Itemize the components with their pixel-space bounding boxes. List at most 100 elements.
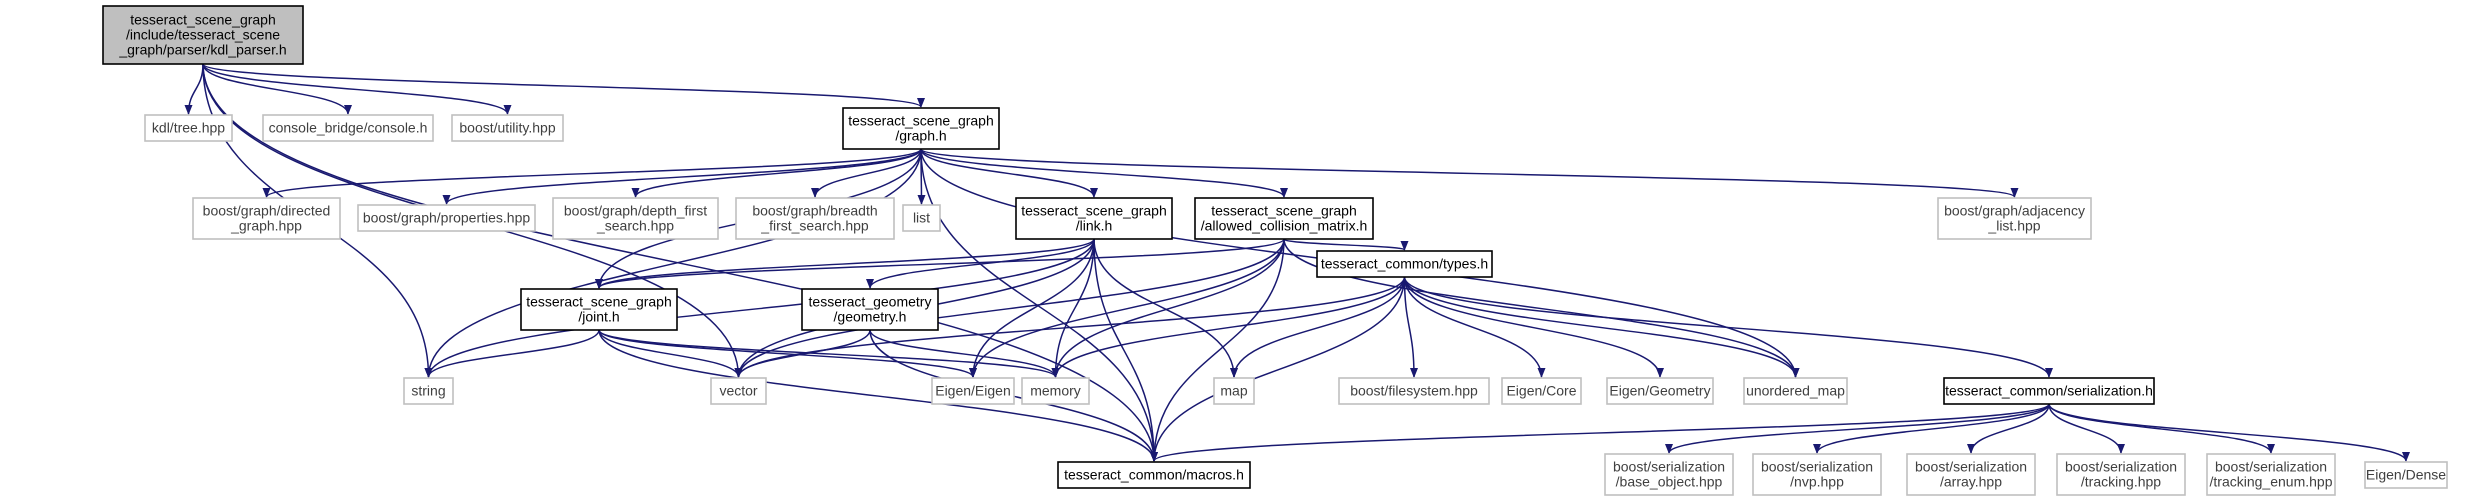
node-label-types_h-line-0: tesseract_common/types.h xyxy=(1321,256,1488,272)
edge-graph_h-to-bfs xyxy=(811,148,922,198)
nodes-layer: tesseract_scene_graph/include/tesseract_… xyxy=(102,5,2448,496)
edge-serialization_h-to-eigen_dense xyxy=(2048,403,2410,462)
edge-kdl_parser-to-boost_utility xyxy=(202,63,512,115)
node-box-adjacency xyxy=(1937,197,2092,240)
node-adjacency: boost/graph/adjacency_list.hpp xyxy=(1937,197,2092,240)
node-label-kdl_parser-line-0: tesseract_scene_graph xyxy=(130,12,276,28)
node-label-tracking_enum-line-0: boost/serialization xyxy=(2215,459,2327,475)
edge-types_h-to-memory xyxy=(1051,276,1406,378)
node-label-bfs-line-0: boost/graph/breadth xyxy=(752,203,877,219)
node-label-nvp-line-0: boost/serialization xyxy=(1761,459,1873,475)
node-box-macros_h xyxy=(1057,461,1251,489)
node-geometry_h[interactable]: tesseract_geometry/geometry.h xyxy=(801,288,939,331)
node-label-graph_h-line-0: tesseract_scene_graph xyxy=(848,113,994,129)
node-label-boost_utility-line-0: boost/utility.hpp xyxy=(459,120,555,136)
node-label-nvp-line-1: /nvp.hpp xyxy=(1790,474,1844,490)
node-label-kdl_tree-line-0: kdl/tree.hpp xyxy=(152,120,225,136)
node-label-acm_h-line-1: /allowed_collision_matrix.h xyxy=(1201,218,1368,234)
node-box-properties xyxy=(357,204,536,232)
node-eigen_dense: Eigen/Dense xyxy=(2364,461,2448,489)
node-box-eigen_geometry xyxy=(1606,377,1714,405)
node-box-map xyxy=(1213,377,1255,405)
edge-joint_h-to-memory xyxy=(598,329,1060,378)
node-label-adjacency-line-1: _list.hpp xyxy=(1987,218,2040,234)
edge-acm_h-to-eigen_eigen xyxy=(969,238,1285,378)
node-label-unordered_map-line-0: unordered_map xyxy=(1746,383,1845,399)
node-box-list xyxy=(902,204,941,232)
edge-acm_h-to-unordered_map xyxy=(1283,238,1800,378)
edge-joint_h-to-eigen_eigen xyxy=(598,329,977,378)
node-box-unordered_map xyxy=(1743,377,1848,405)
node-box-kdl_tree xyxy=(144,114,233,142)
node-label-vector-line-0: vector xyxy=(719,383,757,399)
node-label-string-line-0: string xyxy=(411,383,445,399)
node-nvp: boost/serialization/nvp.hpp xyxy=(1752,453,1882,496)
node-base_object: boost/serialization/base_object.hpp xyxy=(1604,453,1734,496)
node-label-filesystem-line-0: boost/filesystem.hpp xyxy=(1350,383,1478,399)
node-label-link_h-line-0: tesseract_scene_graph xyxy=(1021,203,1167,219)
edge-graph_h-to-directed_graph xyxy=(262,148,922,198)
node-kdl_parser[interactable]: tesseract_scene_graph/include/tesseract_… xyxy=(102,5,304,65)
node-label-directed_graph-line-0: boost/graph/directed xyxy=(203,203,331,219)
node-label-eigen_eigen-line-0: Eigen/Eigen xyxy=(935,383,1011,399)
edge-acm_h-to-macros_h xyxy=(1150,238,1285,462)
edge-link_h-to-joint_h xyxy=(595,238,1095,289)
node-kdl_tree: kdl/tree.hpp xyxy=(144,114,233,142)
node-joint_h[interactable]: tesseract_scene_graph/joint.h xyxy=(520,288,678,331)
node-string: string xyxy=(403,377,454,405)
edge-graph_h-to-properties xyxy=(442,148,922,205)
node-console: console_bridge/console.h xyxy=(262,114,434,142)
node-label-graph_h-line-1: /graph.h xyxy=(895,128,946,144)
node-label-base_object-line-1: /base_object.hpp xyxy=(1616,474,1723,490)
node-box-array xyxy=(1906,453,2036,496)
node-box-geometry_h xyxy=(801,288,939,331)
node-graph_h[interactable]: tesseract_scene_graph/graph.h xyxy=(842,107,1000,150)
edge-serialization_h-to-base_object xyxy=(1665,403,2050,454)
node-box-acm_h xyxy=(1194,197,1374,240)
edge-graph_h-to-acm_h xyxy=(920,148,1288,198)
edge-types_h-to-vector xyxy=(734,276,1406,378)
edge-kdl_parser-to-kdl_tree xyxy=(184,63,204,115)
node-box-nvp xyxy=(1752,453,1882,496)
node-label-tracking-line-0: boost/serialization xyxy=(2065,459,2177,475)
edge-link_h-to-string xyxy=(424,238,1095,378)
node-acm_h[interactable]: tesseract_scene_graph/allowed_collision_… xyxy=(1194,197,1374,240)
node-box-console xyxy=(262,114,434,142)
node-box-joint_h xyxy=(520,288,678,331)
node-map: map xyxy=(1213,377,1255,405)
node-label-joint_h-line-0: tesseract_scene_graph xyxy=(526,294,672,310)
edge-types_h-to-eigen_core xyxy=(1403,276,1546,378)
node-macros_h[interactable]: tesseract_common/macros.h xyxy=(1057,461,1251,489)
edge-graph_h-to-link_h xyxy=(920,148,1098,198)
node-serialization_h[interactable]: tesseract_common/serialization.h xyxy=(1943,377,2155,405)
node-box-vector xyxy=(710,377,767,405)
edge-types_h-to-filesystem xyxy=(1403,276,1418,378)
node-box-memory xyxy=(1021,377,1090,405)
node-eigen_eigen: Eigen/Eigen xyxy=(931,377,1015,405)
node-label-tracking-line-1: /tracking.hpp xyxy=(2081,474,2161,490)
node-label-tracking_enum-line-1: /tracking_enum.hpp xyxy=(2210,474,2333,490)
node-properties: boost/graph/properties.hpp xyxy=(357,204,536,232)
edge-types_h-to-eigen_geometry xyxy=(1403,276,1664,378)
node-label-directed_graph-line-1: _graph.hpp xyxy=(230,218,302,234)
node-box-filesystem xyxy=(1338,377,1490,405)
edge-serialization_h-to-array xyxy=(1967,403,2050,454)
node-label-properties-line-0: boost/graph/properties.hpp xyxy=(363,210,531,226)
node-label-link_h-line-1: /link.h xyxy=(1076,218,1113,234)
node-types_h[interactable]: tesseract_common/types.h xyxy=(1316,250,1493,278)
node-memory: memory xyxy=(1021,377,1090,405)
node-label-dfs-line-1: _search.hpp xyxy=(596,218,674,234)
node-box-boost_utility xyxy=(451,114,564,142)
node-label-joint_h-line-1: /joint.h xyxy=(578,309,619,325)
edge-joint_h-to-string xyxy=(424,329,600,378)
node-label-list-line-0: list xyxy=(913,210,930,226)
edge-joint_h-to-vector xyxy=(598,329,743,378)
node-link_h[interactable]: tesseract_scene_graph/link.h xyxy=(1015,197,1173,240)
edge-acm_h-to-memory xyxy=(1051,238,1285,378)
edge-types_h-to-macros_h xyxy=(1150,276,1406,462)
node-label-console-line-0: console_bridge/console.h xyxy=(269,120,428,136)
node-label-base_object-line-0: boost/serialization xyxy=(1613,459,1725,475)
edge-link_h-to-map xyxy=(1093,238,1238,378)
node-tracking_enum: boost/serialization/tracking_enum.hpp xyxy=(2206,453,2336,496)
